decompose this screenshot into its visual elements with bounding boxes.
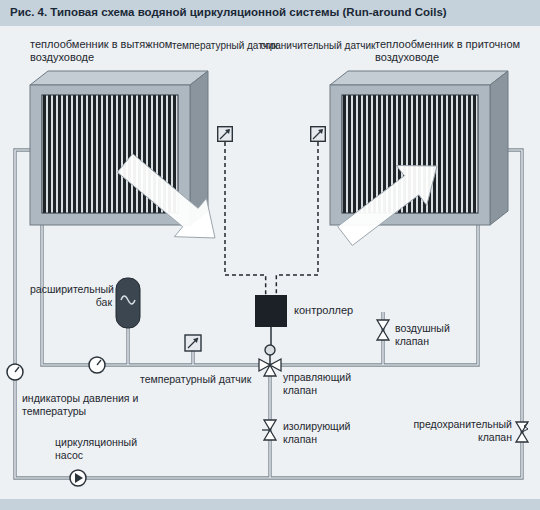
housing-side [490, 71, 508, 225]
heat-exchanger: теплообменник в вытяжном воздуховоде [25, 38, 220, 230]
part-label: индикаторы давления и температуры [22, 392, 140, 417]
temperature-gauge [89, 357, 105, 373]
airflow-arrow [338, 166, 437, 246]
node-label: теплообменник в вытяжном воздуховоде [25, 38, 220, 64]
part-label: циркуляционный насос [55, 436, 147, 461]
controller-symbol [255, 295, 287, 327]
pipe-highlight [192, 351, 193, 365]
bottom-band [0, 499, 540, 510]
node-label: температурный датчик [172, 40, 278, 52]
part-label: управляющий клапан [283, 371, 373, 396]
part-label: изолирующий клапан [283, 420, 373, 445]
figure-title: Рис. 4. Типовая схема водяной циркуляцио… [10, 6, 535, 20]
coil-fins [42, 95, 178, 213]
part-label: температурный датчик [140, 373, 260, 386]
heat-exchanger-drawing [25, 38, 220, 230]
controller-box: контроллер [255, 295, 353, 327]
pipe-highlight [15, 150, 522, 478]
housing-top [30, 71, 208, 85]
pipe-network [15, 150, 522, 478]
sensor-symbol [310, 126, 326, 142]
expansion-tank [116, 278, 140, 328]
pipe [191, 351, 194, 365]
signal-line [225, 142, 266, 295]
air-valve-symbol [377, 320, 389, 340]
temperature-sensor-symbol [185, 335, 201, 351]
signal-line [276, 142, 318, 295]
circulation-pump-symbol [70, 470, 86, 486]
node-label: контроллер [294, 304, 353, 317]
pressure-gauge [7, 364, 23, 380]
node-label: теплообменник в приточном воздуховоде [325, 38, 525, 64]
heat-exchanger: теплообменник в приточном воздуховоде [325, 38, 525, 230]
housing-front [330, 85, 490, 225]
housing-side [190, 71, 208, 225]
pipe [42, 225, 478, 365]
pipe-highlight [127, 328, 128, 365]
pipe [126, 328, 129, 365]
title-band [0, 0, 540, 26]
pipe [15, 150, 522, 478]
temperature-sensor: температурный датчик [172, 40, 278, 142]
coil-fins [342, 95, 478, 213]
sensor-symbol [217, 126, 233, 142]
heat-exchanger-drawing [325, 38, 525, 230]
housing-top [330, 71, 508, 85]
isolating-valve-symbol [262, 420, 276, 440]
part-label: предохранительный клапан [398, 418, 512, 443]
housing-front [30, 85, 190, 225]
limit-sensor: ограничительный датчик [261, 40, 376, 142]
part-label: воздушный клапан [395, 322, 485, 347]
airflow-arrow [117, 154, 215, 238]
part-label: расширительный бак [30, 283, 112, 308]
control-valve-symbol [259, 327, 281, 376]
safety-valve-symbol [516, 422, 528, 442]
pipe-highlight [42, 225, 478, 365]
node-label: ограничительный датчик [261, 40, 376, 52]
